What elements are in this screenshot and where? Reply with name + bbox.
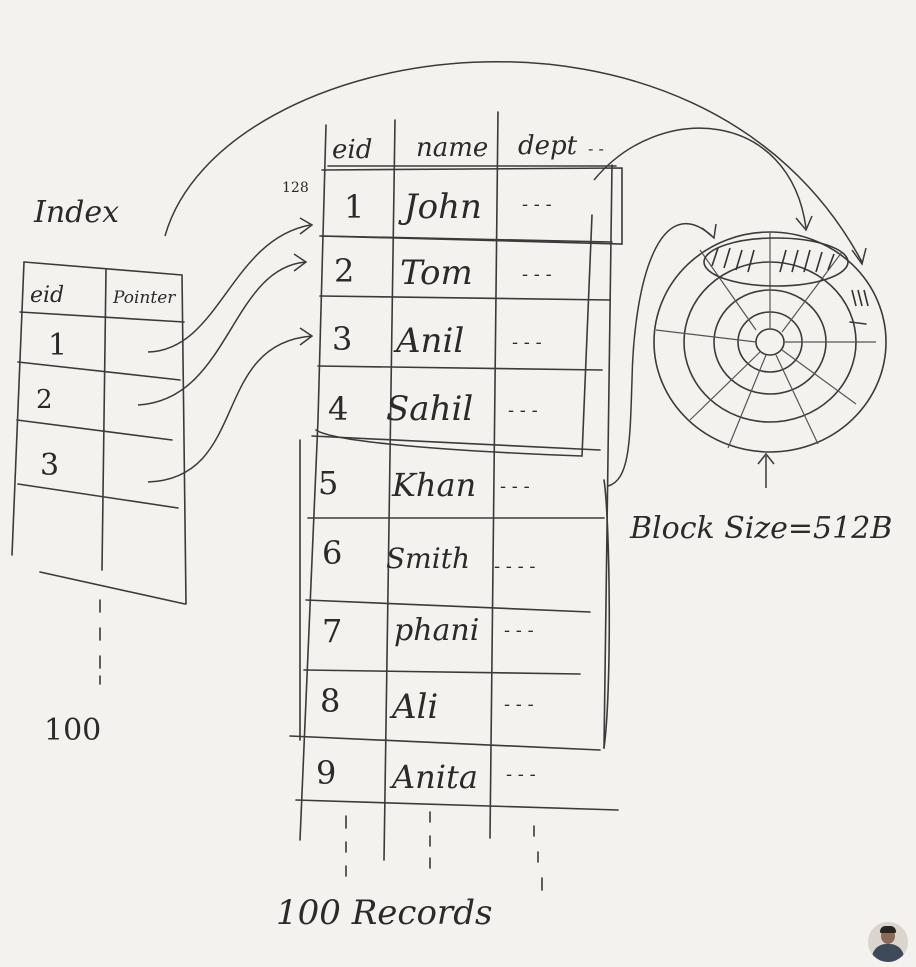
header-dept: dept bbox=[518, 131, 578, 161]
table-row: 5 Khan - - - bbox=[318, 464, 530, 504]
table-row: 7 phani - - - bbox=[322, 612, 534, 650]
header-eid: eid bbox=[332, 135, 372, 165]
row-name: Tom bbox=[400, 253, 473, 293]
index-count-label: 100 bbox=[44, 713, 101, 748]
row-eid: 8 bbox=[320, 682, 340, 720]
row-name: Sahil bbox=[386, 389, 473, 429]
row-name: Anil bbox=[393, 321, 464, 361]
row-name: Anita bbox=[389, 758, 478, 796]
row-name: John bbox=[398, 187, 482, 227]
row-dept: - - - bbox=[508, 400, 538, 421]
table-row: 1 John - - - bbox=[344, 187, 552, 227]
table-row: 8 Ali - - - bbox=[320, 682, 534, 727]
row-name: Khan bbox=[391, 466, 476, 504]
index-table: Index eid Pointer 1 2 3 100 bbox=[11, 195, 187, 748]
row-name: phani bbox=[394, 613, 479, 648]
start-address-label: 128 bbox=[282, 180, 309, 196]
row-eid: 2 bbox=[334, 252, 354, 290]
block-to-disk-arrows bbox=[593, 127, 813, 487]
data-table: 128 eid name dept - - 1 John - - - 2 Tom… bbox=[276, 111, 623, 933]
row-dept: - - - bbox=[504, 620, 534, 641]
row-eid: 1 bbox=[344, 188, 364, 226]
row-eid: 7 bbox=[322, 612, 342, 650]
index-to-disk-arc bbox=[164, 61, 863, 263]
row-eid: 9 bbox=[316, 754, 336, 792]
row-dept: - - - bbox=[522, 264, 552, 285]
table-row: 9 Anita - - - bbox=[316, 754, 536, 796]
row-name: Smith bbox=[386, 542, 470, 575]
index-row-2: 2 bbox=[36, 385, 53, 415]
row-dept: - - - bbox=[522, 194, 552, 215]
table-row: 6 Smith - - - - bbox=[322, 534, 536, 577]
row-dept: - - - bbox=[506, 764, 536, 785]
row-dept: - - - bbox=[504, 694, 534, 715]
records-count-label: 100 Records bbox=[276, 893, 492, 933]
header-dept-dots: - - bbox=[588, 139, 604, 158]
index-title: Index bbox=[33, 195, 119, 230]
row-dept: - - - bbox=[512, 332, 542, 353]
table-row: 4 Sahil - - - bbox=[328, 389, 538, 429]
row-eid: 5 bbox=[318, 464, 338, 502]
row-dept: - - - bbox=[500, 476, 530, 497]
table-row: 3 Anil - - - bbox=[332, 320, 542, 361]
marked-sector bbox=[703, 237, 849, 287]
pointer-arrows bbox=[137, 61, 867, 483]
presenter-avatar bbox=[868, 922, 908, 962]
row-dept: - - - - bbox=[494, 556, 536, 577]
header-name: name bbox=[416, 133, 488, 163]
disk-platter: Block Size=512B bbox=[629, 231, 892, 546]
index-row-1: 1 bbox=[48, 328, 67, 363]
row-eid: 3 bbox=[332, 320, 352, 358]
table-row: 2 Tom - - - bbox=[334, 252, 552, 293]
index-header-eid: eid bbox=[30, 283, 64, 308]
row-eid: 4 bbox=[328, 390, 348, 428]
row-eid: 6 bbox=[322, 534, 342, 572]
row-name: Ali bbox=[389, 687, 438, 727]
index-row-3: 3 bbox=[40, 448, 59, 483]
index-header-pointer: Pointer bbox=[112, 288, 176, 308]
block-size-label: Block Size=512B bbox=[629, 511, 892, 546]
